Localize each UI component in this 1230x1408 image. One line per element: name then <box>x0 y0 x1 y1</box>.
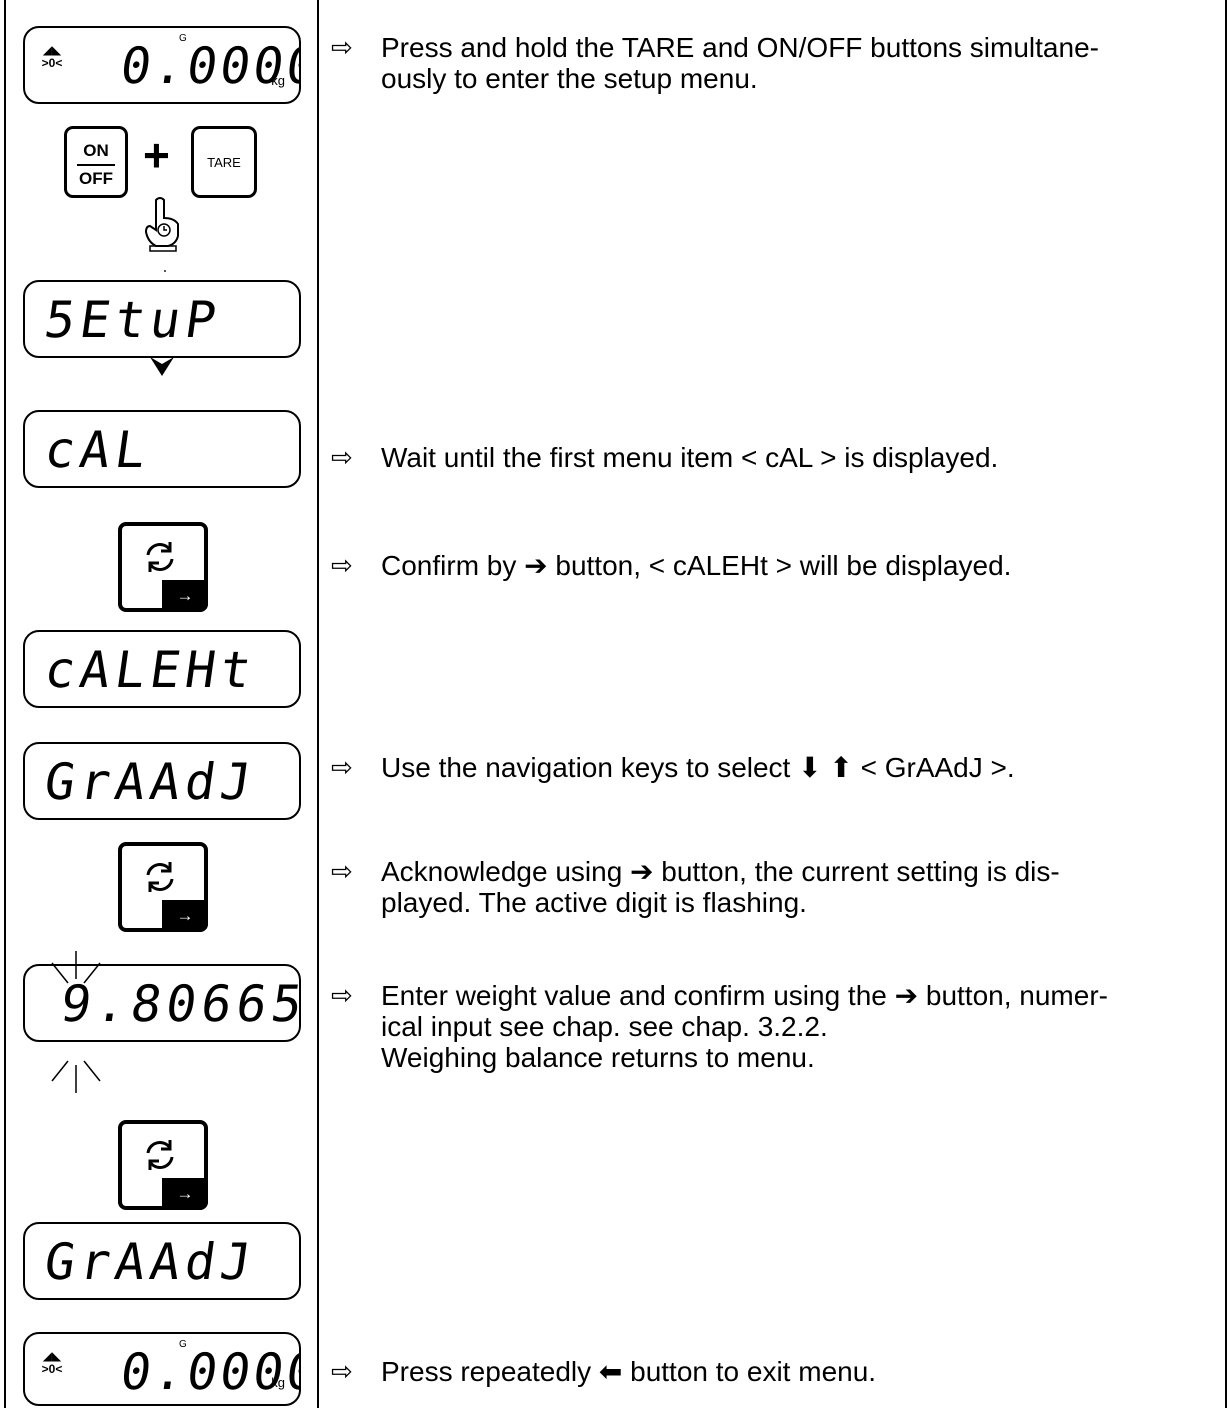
display-value: 9.80665 <box>56 975 301 1033</box>
g-mark: G <box>179 1339 187 1350</box>
separator-dot <box>164 270 166 272</box>
arrow-bullet-icon: ⇨ <box>331 752 353 782</box>
display-setup: 5EtuP <box>23 280 301 358</box>
display-value: cAL <box>40 421 155 479</box>
step-text: Confirm by ➔ button, < cALEHt > will be … <box>381 550 1012 581</box>
press-hand-icon <box>144 197 179 252</box>
page-frame <box>4 0 1227 1408</box>
on-off-button[interactable]: ON OFF <box>64 126 128 198</box>
step-2: ⇨ Wait until the first menu item < cAL >… <box>331 442 998 473</box>
display-start: ◢◣ >0< G 0.0000 kg <box>23 26 301 104</box>
step-text: Enter weight value and confirm using the… <box>381 980 1108 1073</box>
arrow-right-icon: → <box>162 1178 208 1210</box>
step-7: ⇨ Press repeatedly ⬅ button to exit menu… <box>331 1356 876 1387</box>
arrow-right-icon: → <box>162 900 208 932</box>
g-mark: G <box>179 33 187 44</box>
step-text: Acknowledge using ➔ button, the current … <box>381 856 1060 918</box>
stable-icon: ◢◣ <box>42 43 62 57</box>
step-5: ⇨ Acknowledge using ➔ button, the curren… <box>331 856 1060 918</box>
step-1: ⇨ Press and hold the TARE and ON/OFF but… <box>331 32 1099 94</box>
display-gradu-return: GrAAdJ <box>23 1222 301 1300</box>
display-value: 0.0000 <box>116 1343 301 1401</box>
step-4: ⇨ Use the navigation keys to select ⬇ ⬆ … <box>331 752 1015 783</box>
stable-icon: ◢◣ <box>42 1349 62 1363</box>
step-6: ⇨ Enter weight value and confirm using t… <box>331 980 1108 1073</box>
arrow-button[interactable]: → <box>118 522 208 612</box>
step-3: ⇨ Confirm by ➔ button, < cALEHt > will b… <box>331 550 1011 581</box>
plus-sign: + <box>143 129 170 181</box>
arrow-bullet-icon: ⇨ <box>331 442 353 472</box>
unit-label: kg <box>271 73 285 88</box>
tare-label: TARE <box>207 154 241 170</box>
key-divider <box>77 164 115 166</box>
display-cal: cAL <box>23 410 301 488</box>
zero-indicator: ◢◣ >0< <box>39 1350 65 1376</box>
refresh-icon <box>146 542 174 572</box>
arrow-button[interactable]: → <box>118 1120 208 1210</box>
step-text: Press repeatedly ⬅ button to exit menu. <box>381 1356 877 1387</box>
on-label: ON <box>83 141 109 160</box>
display-gradu: GrAAdJ <box>23 742 301 820</box>
arrow-bullet-icon: ⇨ <box>331 1356 353 1386</box>
arrow-bullet-icon: ⇨ <box>331 32 353 62</box>
arrow-bullet-icon: ⇨ <box>331 856 353 886</box>
display-value: 5EtuP <box>40 291 225 349</box>
tare-button[interactable]: TARE <box>191 126 257 198</box>
arrow-bullet-icon: ⇨ <box>331 980 353 1010</box>
display-value-edit: 9.80665 <box>23 964 301 1042</box>
chevron-down-icon <box>150 357 174 376</box>
off-label: OFF <box>79 169 113 188</box>
column-divider <box>317 0 319 1408</box>
display-value: cALEHt <box>40 641 260 699</box>
arrow-right-icon: → <box>162 580 208 612</box>
display-value: GrAAdJ <box>40 753 260 811</box>
display-calext: cALEHt <box>23 630 301 708</box>
display-value: GrAAdJ <box>40 1233 260 1291</box>
step-text: Press and hold the TARE and ON/OFF butto… <box>381 32 1099 94</box>
unit-label: kg <box>271 1375 285 1390</box>
arrow-button[interactable]: → <box>118 842 208 932</box>
arrow-bullet-icon: ⇨ <box>331 550 353 580</box>
zero-label: >0< <box>41 56 63 70</box>
refresh-icon <box>146 1140 174 1170</box>
refresh-icon <box>146 862 174 892</box>
step-text: Use the navigation keys to select ⬇ ⬆ < … <box>381 752 1015 783</box>
display-end: ◢◣ >0< G 0.0000 kg <box>23 1332 301 1406</box>
step-text: Wait until the first menu item < cAL > i… <box>381 442 999 473</box>
zero-indicator: ◢◣ >0< <box>39 44 65 70</box>
zero-label: >0< <box>41 1362 63 1376</box>
